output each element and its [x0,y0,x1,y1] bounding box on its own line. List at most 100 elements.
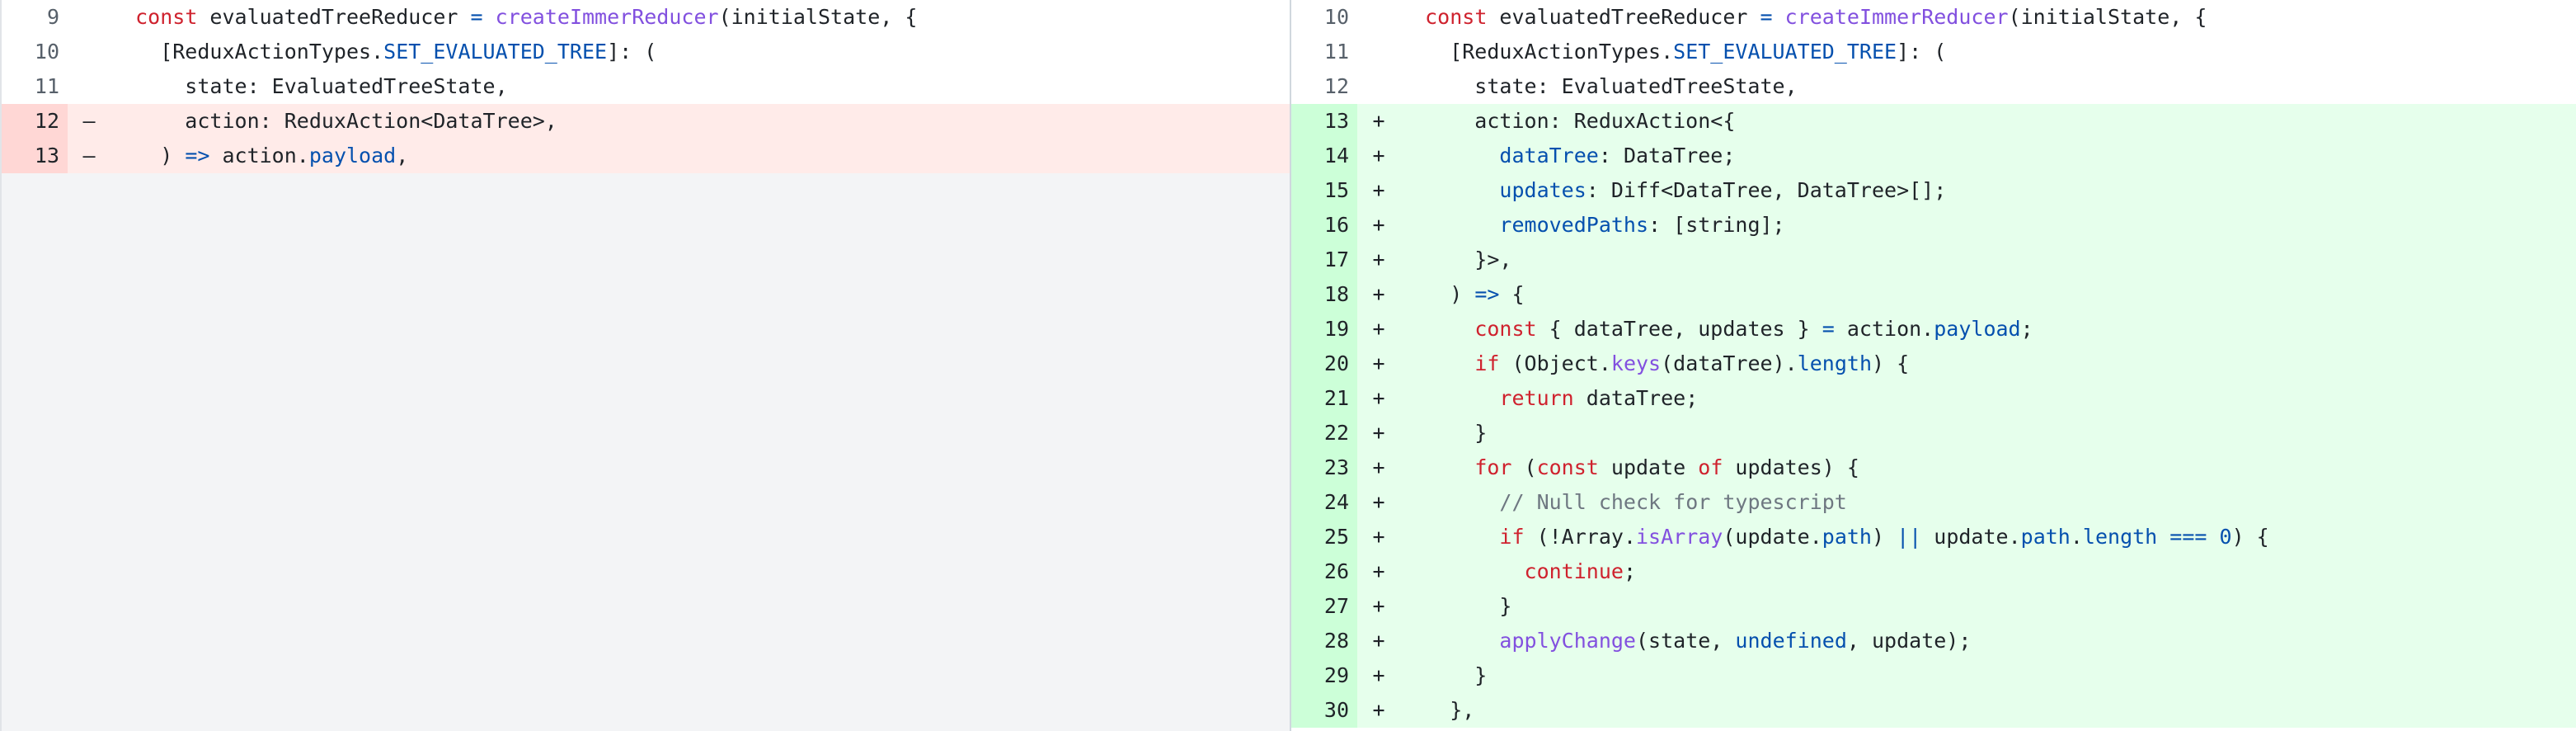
code-token [483,5,496,29]
line-number[interactable]: 27 [1291,589,1357,624]
code-token: const [135,5,198,29]
code-token [1400,559,1525,583]
code-token: (!Array. [1524,525,1636,549]
code-token: createImmerReducer [495,5,719,29]
code-token: = [1822,317,1835,341]
context-line: 10 const evaluatedTreeReducer = createIm… [1291,0,2576,35]
code-token: ; [2020,317,2033,341]
diff-marker: + [1372,663,1385,687]
code-line: const { dataTree, updates } = action.pay… [1400,312,2576,347]
line-number[interactable]: 25 [1291,520,1357,554]
added-line: 29 + } [1291,658,2576,693]
line-number[interactable]: 16 [1291,208,1357,243]
diff-pane-old: 9 const evaluatedTreeReducer = createImm… [0,0,1290,731]
code-line: [ReduxActionTypes.SET_EVALUATED_TREE]: ( [1400,35,2576,69]
code-line: // Null check for typescript [1400,485,2576,520]
code-line: state: EvaluatedTreeState, [110,69,1290,104]
line-number[interactable]: 9 [46,5,59,29]
code-token: updates [1499,178,1586,202]
code-token [1400,5,1425,29]
line-number[interactable]: 22 [1291,416,1357,450]
code-token: ) [1400,282,1475,306]
line-number[interactable]: 10 [1323,5,1349,29]
line-number[interactable]: 13 [1291,104,1357,139]
diff-marker: + [1372,282,1385,306]
line-number[interactable]: 28 [1291,624,1357,658]
code-token [1400,351,1474,375]
added-line: 17+ }>, [1291,243,2576,277]
code-token: const [1536,455,1599,479]
code-token: }, [1400,698,1475,722]
code-token: length [2082,525,2158,549]
added-line: 24+ // Null check for typescript [1291,485,2576,520]
diff-marker: – [82,109,96,133]
line-number[interactable]: 21 [1291,381,1357,416]
line-number[interactable]: 10 [34,40,59,64]
line-number[interactable]: 13 [2,139,68,173]
code-token: (initialState, { [718,5,918,29]
diff-marker: + [1372,213,1385,237]
code-token: SET_EVALUATED_TREE [383,40,608,64]
code-token: = [1760,5,1773,29]
code-token: : DataTree; [1598,144,1736,167]
code-token: return [1499,386,1574,410]
diff-marker: + [1372,248,1385,271]
context-line: 9 const evaluatedTreeReducer = createImm… [2,0,1290,35]
line-number[interactable]: 29 [1291,658,1357,693]
code-token: ]: ( [1897,40,1947,64]
line-number[interactable]: 12 [1323,74,1349,98]
line-number[interactable]: 15 [1291,173,1357,208]
code-token [1400,144,1499,167]
diff-marker: + [1372,351,1385,375]
added-line: 25+ if (!Array.isArray(update.path) || u… [1291,520,2576,554]
code-token: action. [209,144,309,167]
code-token: action: ReduxAction<{ [1400,109,1736,133]
diff-marker [68,0,110,35]
code-token: { dataTree, updates } [1536,317,1822,341]
code-token: } [1400,421,1488,445]
code-token: action. [1834,317,1934,341]
code-token: dataTree; [1573,386,1699,410]
line-number[interactable]: 24 [1291,485,1357,520]
diff-marker [1357,0,1400,35]
code-token: undefined [1735,629,1847,653]
code-token: : Diff<DataTree, DataTree>[]; [1586,178,1947,202]
code-line: for (const update of updates) { [1400,450,2576,485]
code-token: isArray [1636,525,1723,549]
added-line: 13+ action: ReduxAction<{ [1291,104,2576,139]
added-line: 20+ if (Object.keys(dataTree).length) { [1291,347,2576,381]
line-number[interactable]: 17 [1291,243,1357,277]
code-token: // Null check for typescript [1499,490,1847,514]
code-token: . [2070,525,2083,549]
line-number[interactable]: 11 [1323,40,1349,64]
context-line: 10 [ReduxActionTypes.SET_EVALUATED_TREE]… [2,35,1290,69]
added-line: 30+ }, [1291,693,2576,728]
line-number[interactable]: 14 [1291,139,1357,173]
code-token: evaluatedTreeReducer [1487,5,1760,29]
code-token: path [1822,525,1872,549]
added-line: 19+ const { dataTree, updates } = action… [1291,312,2576,347]
code-token [110,5,135,29]
line-number[interactable]: 19 [1291,312,1357,347]
line-number[interactable]: 11 [34,74,59,98]
code-line: const evaluatedTreeReducer = createImmer… [1400,0,2576,35]
code-token: === [2169,525,2207,549]
code-line: ) => { [1400,277,2576,312]
code-token [1400,629,1499,653]
line-number[interactable]: 26 [1291,554,1357,589]
diff-marker [1357,35,1400,69]
code-line: } [1400,416,2576,450]
empty-filler-area [2,173,1290,731]
code-token: [ReduxActionTypes. [110,40,384,64]
code-token: of [1698,455,1723,479]
line-number[interactable]: 20 [1291,347,1357,381]
code-token: , update); [1846,629,1972,653]
diff-marker: + [1372,178,1385,202]
line-number[interactable]: 12 [2,104,68,139]
code-token: if [1474,351,1500,375]
added-line: 15 + updates: Diff<DataTree, DataTree>[]; [1291,173,2576,208]
line-number[interactable]: 18 [1291,277,1357,312]
line-number[interactable]: 23 [1291,450,1357,485]
code-line: } [1400,658,2576,693]
line-number[interactable]: 30 [1291,693,1357,728]
